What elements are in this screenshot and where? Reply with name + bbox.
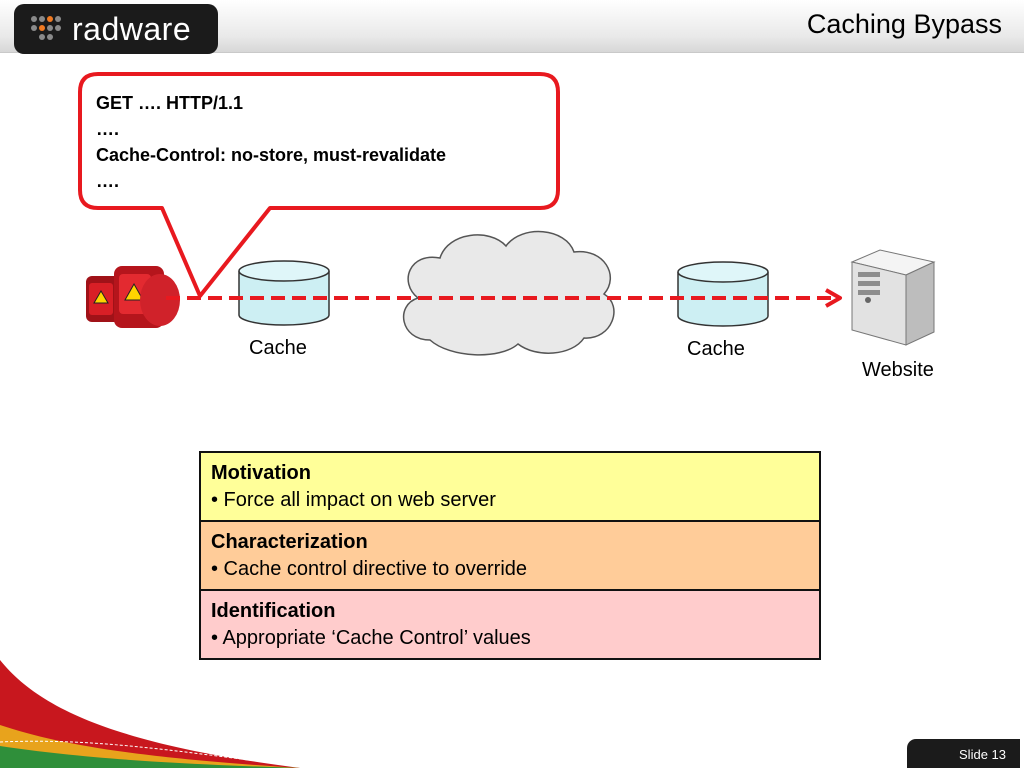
info-table: Motivation • Force all impact on web ser… <box>199 451 821 660</box>
row-body: • Cache control directive to override <box>211 558 528 580</box>
row-body: • Appropriate ‘Cache Control’ values <box>211 627 531 649</box>
motivation-row: Motivation • Force all impact on web ser… <box>201 453 819 520</box>
characterization-row: Characterization • Cache control directi… <box>201 520 819 589</box>
row-title: Characterization <box>211 531 368 553</box>
callout-bubble <box>78 72 560 298</box>
callout-line: …. <box>96 119 120 139</box>
radware-logo: radware <box>14 4 218 54</box>
row-body: • Force all impact on web server <box>211 489 496 511</box>
logo-text: radware <box>72 11 192 47</box>
callout-line: …. <box>96 171 120 191</box>
http-request-text: GET …. HTTP/1.1 …. Cache-Control: no-sto… <box>96 90 446 194</box>
cache-right-label: Cache <box>687 338 745 360</box>
slide-number-badge: Slide 13 <box>907 739 1020 768</box>
website-label: Website <box>862 359 934 381</box>
logo-dots-icon <box>31 16 61 40</box>
callout-line: Cache-Control: no-store, must-revalidate <box>96 145 447 165</box>
cache-right-icon <box>677 261 769 327</box>
cache-left-icon <box>238 260 330 326</box>
attacker-computers-icon <box>86 266 180 328</box>
internet-cloud-icon <box>402 230 615 356</box>
slide-number: Slide 13 <box>959 747 1006 762</box>
cache-left-label: Cache <box>249 337 307 359</box>
web-server-icon <box>850 249 936 346</box>
row-title: Identification <box>211 600 336 622</box>
callout-line: GET …. HTTP/1.1 <box>96 93 244 113</box>
identification-row: Identification • Appropriate ‘Cache Cont… <box>201 589 819 658</box>
decorative-swoosh <box>0 660 300 768</box>
slide-title: Caching Bypass <box>806 9 1002 39</box>
arrow-head-icon <box>825 288 842 308</box>
row-title: Motivation <box>211 462 311 484</box>
